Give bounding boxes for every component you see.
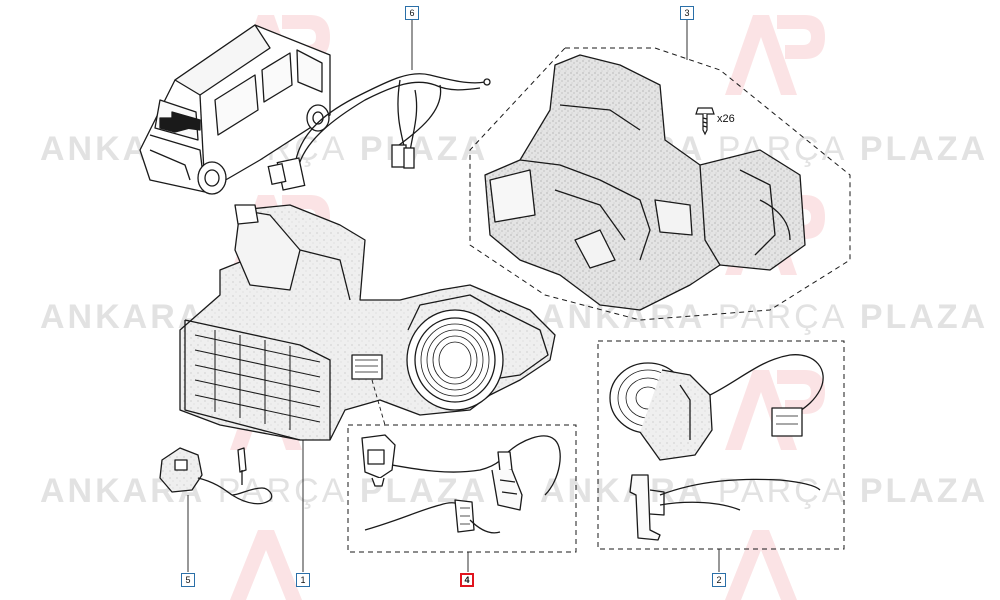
sensor-5 <box>159 447 273 505</box>
heater-housing-3 <box>484 54 806 311</box>
blower-motor-2 <box>609 354 824 541</box>
callout-4-selected: 4 <box>460 573 474 587</box>
callout-1: 1 <box>296 573 310 587</box>
wiring-harness-6 <box>267 73 491 191</box>
leader-lines <box>187 20 720 572</box>
leader-to-group-4 <box>371 379 386 426</box>
screw-icon <box>695 107 715 136</box>
callout-5: 5 <box>181 573 195 587</box>
quantity-label: x26 <box>717 113 735 125</box>
van-location-icon <box>139 24 331 195</box>
callout-3: 3 <box>680 6 694 20</box>
callout-6: 6 <box>405 6 419 20</box>
heater-unit-1 <box>179 204 556 441</box>
group-outline-4 <box>347 424 577 553</box>
resistor-harness-4 <box>361 434 561 534</box>
watermark-row-3b: ANKARA PARÇA PLAZA <box>540 472 989 510</box>
callout-2: 2 <box>712 573 726 587</box>
watermark-row-2b: ANKARA PARÇA PLAZA <box>540 298 989 336</box>
group-outline-2 <box>597 340 845 550</box>
group-outline-3 <box>469 47 851 321</box>
